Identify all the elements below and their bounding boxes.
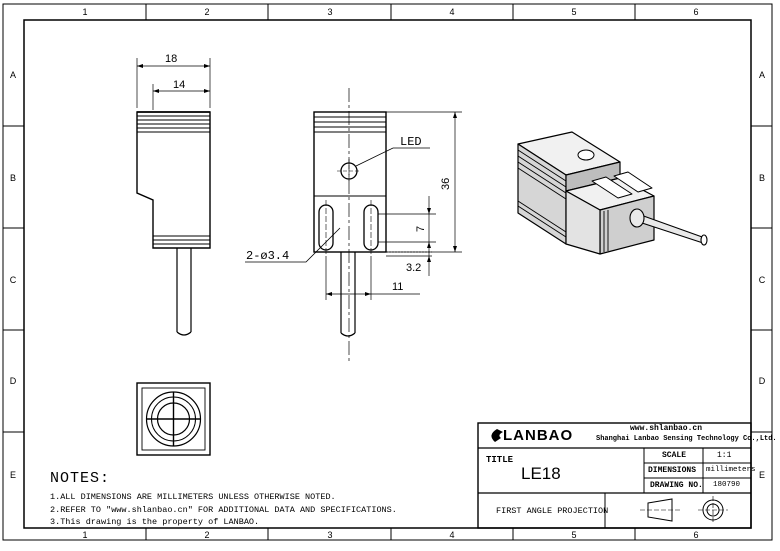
projection-label: FIRST ANGLE PROJECTION xyxy=(496,506,609,516)
dim-width-14: 14 xyxy=(173,79,185,91)
dim-spacing-11: 11 xyxy=(392,281,403,293)
dim-height-36: 36 xyxy=(440,178,452,190)
brand-logo-text: LANBAO xyxy=(503,427,574,444)
row-label-c-left: C xyxy=(10,275,17,285)
scale-label: SCALE xyxy=(662,451,687,460)
note-line: 2.REFER TO "www.shlanbao.cn" FOR ADDITIO… xyxy=(50,504,397,515)
row-label-a-left: A xyxy=(10,70,16,80)
row-label-d-right: D xyxy=(759,376,766,386)
col-label-6-bottom: 6 xyxy=(693,530,698,540)
bottom-view xyxy=(136,382,211,456)
drawing-no-value: 180790 xyxy=(713,481,741,489)
led-label: LED xyxy=(400,135,422,149)
row-label-b-right: B xyxy=(759,173,765,183)
col-label-6-top: 6 xyxy=(693,7,698,17)
note-line: 1.ALL DIMENSIONS ARE MILLIMETERS UNLESS … xyxy=(50,492,336,502)
front-view xyxy=(245,88,462,362)
scale-value: 1:1 xyxy=(717,451,732,460)
isometric-view xyxy=(517,131,708,255)
col-label-3-top: 3 xyxy=(327,7,332,17)
col-label-4-bottom: 4 xyxy=(449,530,454,540)
notes-title: NOTES: xyxy=(50,470,111,487)
hole-callout: 2-ø3.4 xyxy=(246,249,289,263)
dim-slot-7: 7 xyxy=(415,226,427,232)
dim-offset-3-2: 3.2 xyxy=(406,262,421,274)
dimensions-value: millimeters xyxy=(706,466,756,474)
notes-block: NOTES: 1.ALL DIMENSIONS ARE MILLIMETERS … xyxy=(50,470,397,529)
dim-width-18: 18 xyxy=(165,53,177,65)
title-value: LE18 xyxy=(521,464,561,483)
title-block xyxy=(477,422,752,529)
note-line: 3.This drawing is the property of LANBAO… xyxy=(50,517,260,527)
row-label-b-left: B xyxy=(10,173,16,183)
row-label-d-left: D xyxy=(10,376,17,386)
col-label-2-bottom: 2 xyxy=(204,530,209,540)
col-label-5-bottom: 5 xyxy=(571,530,576,540)
col-label-1-top: 1 xyxy=(82,7,87,17)
col-label-5-top: 5 xyxy=(571,7,576,17)
col-label-3-bottom: 3 xyxy=(327,530,332,540)
title-label: TITLE xyxy=(486,455,514,465)
col-label-4-top: 4 xyxy=(449,7,454,17)
row-dividers xyxy=(3,125,772,433)
dimensions-label: DIMENSIONS xyxy=(648,466,697,475)
row-label-e-right: E xyxy=(759,470,765,480)
side-view xyxy=(136,58,211,336)
col-label-2-top: 2 xyxy=(204,7,209,17)
column-dividers xyxy=(145,4,636,540)
row-label-a-right: A xyxy=(759,70,765,80)
company-name: Shanghai Lanbao Sensing Technology Co.,L… xyxy=(596,435,777,443)
website[interactable]: www.shlanbao.cn xyxy=(630,424,703,433)
drawing-no-label: DRAWING NO. xyxy=(650,481,703,490)
col-label-1-bottom: 1 xyxy=(82,530,87,540)
row-label-e-left: E xyxy=(10,470,16,480)
row-label-c-right: C xyxy=(759,275,766,285)
